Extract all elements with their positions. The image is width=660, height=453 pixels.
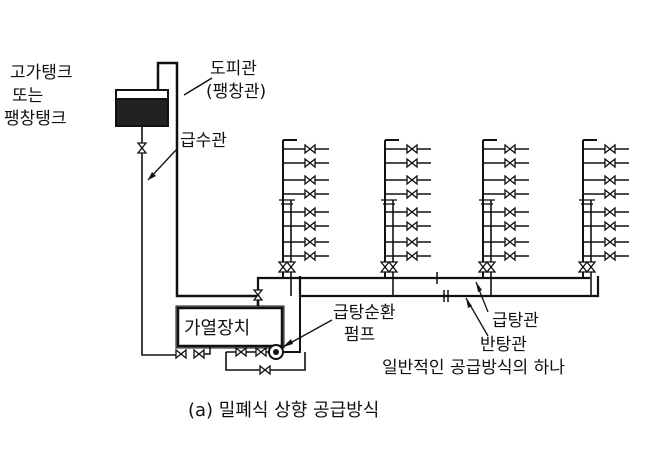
hot-supply-main (252, 272, 590, 306)
branch-valve (504, 220, 516, 232)
branch-valve (406, 206, 418, 218)
branch-valve (406, 174, 418, 186)
branch-valve (604, 220, 616, 232)
branch-valve (604, 250, 616, 262)
return-riser-valve (485, 261, 497, 273)
heater-box (175, 305, 285, 349)
return-riser-valve (387, 261, 399, 273)
branch-valve (304, 236, 316, 248)
branch-valve (504, 157, 516, 169)
branch-valve (504, 174, 516, 186)
tank-label-line1: 고가탱크 (10, 63, 73, 83)
heater-inlet (175, 346, 211, 360)
pump-label-line2: 펌프 (344, 325, 375, 345)
supply-water-pipe (136, 126, 178, 356)
branch-valve (604, 174, 616, 186)
branch-valve (304, 143, 316, 155)
heater-label: 가열장치 (184, 318, 250, 339)
branch-valve (604, 206, 616, 218)
branch-valve (504, 188, 516, 200)
branch-valve (604, 157, 616, 169)
riser-valve (477, 261, 489, 273)
branch-valve (304, 250, 316, 262)
return-pipe-label: 반탕관 (480, 335, 527, 355)
branch-valve (406, 236, 418, 248)
circulation-pump (268, 319, 333, 360)
branch-valve (406, 250, 418, 262)
branch-valve (604, 143, 616, 155)
branch-valve (304, 188, 316, 200)
main-pointer-lines (465, 281, 489, 337)
pump-label-line1: 급탕순환 (333, 303, 396, 323)
supply-water-pipe-label: 급수관 (180, 131, 227, 151)
riser-valve (577, 261, 589, 273)
branch-valve (406, 220, 418, 232)
branch-valve (406, 188, 418, 200)
branch-valve (304, 174, 316, 186)
note-text: 일반적인 공급방식의 하나 (382, 358, 565, 378)
figure-caption: (a) 밀폐식 상향 공급방식 (188, 400, 379, 421)
expansion-tank (115, 89, 169, 127)
return-riser-valve (285, 261, 297, 273)
return-riser-valve (585, 261, 597, 273)
hot-supply-pipe-label: 급탕관 (492, 311, 539, 331)
tank-label-line2: 또는 (12, 86, 43, 106)
tank-label-line3: 팽창탱크 (4, 109, 67, 129)
vent-pipe-label-line1: 도피관 (210, 59, 257, 79)
return-main (298, 276, 600, 302)
branch-valve (604, 188, 616, 200)
branch-valve (504, 236, 516, 248)
branch-valve (504, 250, 516, 262)
riser-valve (277, 261, 289, 273)
risers-group (277, 139, 629, 296)
branch-valve (304, 206, 316, 218)
riser-valve (379, 261, 391, 273)
branch-valve (604, 236, 616, 248)
branch-valve (504, 206, 516, 218)
branch-valve (304, 157, 316, 169)
branch-valve (406, 143, 418, 155)
branch-valve (304, 220, 316, 232)
vent-pipe-label-line2: (팽창관) (206, 82, 266, 102)
branch-valve (504, 143, 516, 155)
branch-valve (406, 157, 418, 169)
